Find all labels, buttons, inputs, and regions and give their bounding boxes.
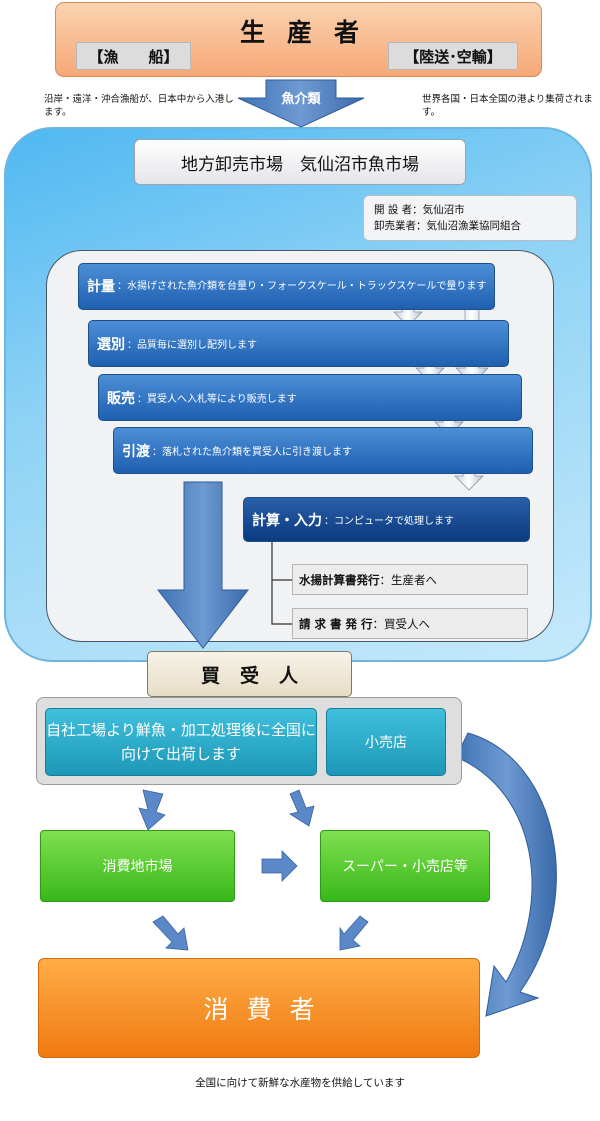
arrow-factory-to-super — [288, 789, 315, 827]
step-selling: 販売 ：買受人へ入札等により販売します — [98, 374, 522, 421]
step-weighing-text: ：水揚げされた魚介類を台量り・フォークスケール・トラックスケールで量ります — [117, 280, 487, 292]
step-sorting-head: 選別 — [97, 336, 125, 353]
output-invoice: 請 求 書 発 行 ：買受人へ — [292, 608, 528, 639]
output-landing-text: ：生産者へ — [379, 572, 438, 587]
buyer-box: 買受人 — [147, 651, 352, 697]
step-selling-text: ：買受人へ入札等により販売します — [137, 394, 297, 405]
producer-box: 生産者 【漁 船】 【陸送･空輸】 — [55, 2, 542, 77]
factory-shipping-box: 自社工場より鮮魚・加工処理後に全国に向けて出荷します — [45, 708, 317, 776]
operator-box: 開 設 者：気仙沼市 卸売業者：気仙沼漁業協同組合 — [363, 195, 577, 241]
step-calculation: 計算・入力 ：コンピュータで処理します — [243, 497, 530, 542]
output-landing-statement: 水揚計算書発行 ：生産者へ — [292, 564, 528, 595]
step-weighing: 計量 ：水揚げされた魚介類を台量り・フォークスケール・トラックスケールで量ります — [78, 263, 495, 310]
tag-fishing-boats: 【漁 船】 — [76, 42, 191, 70]
arrow-producer-to-market — [237, 79, 365, 128]
step-selling-head: 販売 — [107, 390, 135, 407]
output-invoice-head: 請 求 書 発 行 — [299, 616, 373, 631]
arrow-local-to-super — [261, 850, 298, 882]
arrow-retail-to-consumer — [455, 732, 557, 1017]
consumer-box: 消費者 — [38, 958, 480, 1058]
arrow-super-to-consumer — [339, 915, 369, 951]
output-invoice-text: ：買受人へ — [372, 616, 431, 631]
note-boats: 沿岸・遠洋・沖合漁船が、日本中から入港します。 — [44, 94, 234, 118]
step-delivery-head: 引渡 — [122, 443, 150, 460]
connector-calc-outputs — [271, 542, 292, 625]
arrow-deliver-to-buyer — [156, 481, 250, 649]
step-delivery-text: ：落札された魚介類を買受人に引き渡します — [152, 447, 352, 458]
footer-caption: 全国に向けて新鮮な水産物を供給しています — [195, 1077, 405, 1089]
retail-store-box: 小売店 — [326, 708, 446, 776]
producer-title: 生産者 — [239, 18, 381, 47]
arrow-label-seafood: 魚介類 — [281, 91, 321, 107]
note-ports: 世界各国・日本全国の港より集荷されます。 — [422, 94, 593, 118]
operator-wholesaler: 卸売業者：気仙沼漁業協同組合 — [374, 220, 521, 232]
step-sorting: 選別 ：品質毎に選別し配列します — [88, 320, 509, 367]
step-weighing-head: 計量 — [87, 278, 115, 295]
consumer-market-box: 消費地市場 — [40, 830, 235, 902]
step-sorting-text: ：品質毎に選別し配列します — [127, 340, 257, 351]
tag-land-air-transport: 【陸送･空輸】 — [388, 42, 518, 70]
operator-founder: 開 設 者：気仙沼市 — [374, 204, 465, 216]
step-delivery: 引渡 ：落札された魚介類を買受人に引き渡します — [113, 427, 533, 474]
step-calculation-head: 計算・入力 — [252, 512, 322, 529]
arrow-factory-to-local — [138, 789, 166, 831]
step-calculation-text: ：コンピュータで処理します — [324, 516, 454, 527]
supermarket-box: スーパー・小売店等 — [320, 830, 490, 902]
arrow-local-to-consumer — [152, 915, 189, 951]
output-landing-head: 水揚計算書発行 — [299, 572, 380, 587]
market-title: 地方卸売市場 気仙沼市魚市場 — [134, 139, 466, 185]
